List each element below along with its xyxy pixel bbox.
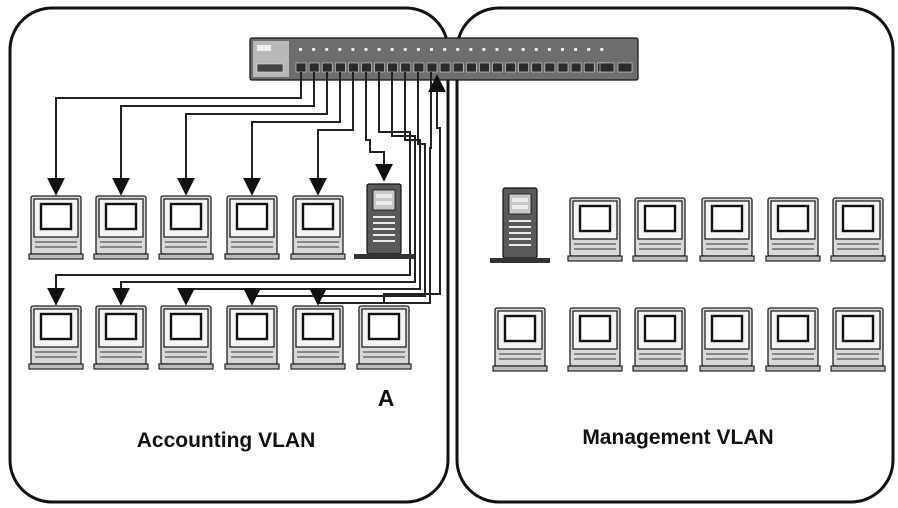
- switch-port: [531, 62, 543, 73]
- uplink-port: [599, 62, 615, 73]
- workstation-icon: [356, 305, 412, 370]
- port-led-icon: [574, 48, 578, 51]
- port-led-icon: [351, 48, 355, 51]
- switch-port: [557, 62, 569, 73]
- port-led-icon: [482, 48, 486, 51]
- switch-port: [479, 62, 490, 73]
- network-cable: [243, 72, 341, 196]
- workstation-icon: [765, 197, 821, 262]
- port-led-icon: [390, 48, 394, 51]
- workstation-icon: [93, 195, 149, 260]
- server-icon: [490, 187, 550, 263]
- workstation-icon: [158, 195, 214, 260]
- port-led-icon: [456, 48, 460, 51]
- port-led-icon: [430, 48, 433, 51]
- workstation-icon: [224, 305, 280, 370]
- management-vlan-label: Management VLAN: [582, 426, 773, 449]
- network-cable: [365, 72, 393, 182]
- switch-port: [387, 62, 399, 73]
- port-led-icon: [377, 48, 381, 51]
- port-led-icon: [521, 48, 525, 51]
- port-led-icon: [561, 48, 564, 51]
- port-led-icon: [364, 48, 368, 51]
- switch-port: [400, 62, 412, 73]
- workstation-icon: [290, 195, 346, 260]
- port-led-icon: [338, 48, 342, 51]
- port-led-icon: [299, 48, 302, 51]
- switch-port: [544, 62, 556, 73]
- port-led-icon: [416, 48, 420, 51]
- network-cable: [177, 72, 421, 306]
- port-a-label: A: [378, 385, 395, 411]
- workstation-icon: [699, 197, 755, 262]
- port-led-icon: [443, 48, 447, 51]
- device-group: [28, 183, 886, 372]
- port-led-icon: [587, 48, 591, 51]
- port-led-icon: [495, 48, 499, 51]
- workstation-icon: [290, 305, 346, 370]
- port-led-icon: [547, 48, 551, 51]
- port-led-icon: [469, 48, 473, 51]
- switch-port: [465, 62, 477, 73]
- network-cable: [112, 72, 315, 196]
- switch-port: [452, 62, 464, 73]
- uplink-port: [617, 62, 633, 73]
- workstation-icon: [567, 307, 623, 372]
- server-icon: [354, 183, 414, 259]
- switch-port: [570, 62, 582, 73]
- workstation-icon: [830, 307, 886, 372]
- port-led-icon: [600, 48, 604, 51]
- network-cable: [47, 72, 302, 196]
- switch-port: [426, 62, 438, 73]
- switch-port: [295, 62, 307, 73]
- switch-port: [334, 62, 346, 73]
- network-cable: [309, 72, 354, 196]
- network-cable: [309, 72, 432, 306]
- network-cable: [47, 72, 411, 306]
- switch-port: [308, 62, 320, 73]
- switch-port: [505, 62, 516, 73]
- network-cable: [243, 72, 426, 306]
- workstation-icon: [567, 197, 623, 262]
- port-led-icon: [534, 48, 538, 51]
- network-switch-icon: [249, 37, 639, 81]
- switch-port: [321, 62, 333, 73]
- switch-port: [413, 62, 425, 73]
- workstation-icon: [765, 307, 821, 372]
- port-led-icon: [403, 48, 407, 51]
- network-cable: [383, 74, 446, 304]
- workstation-icon: [632, 197, 688, 262]
- switch-port: [492, 62, 503, 73]
- port-led-icon: [325, 48, 329, 51]
- workstation-icon: [492, 307, 548, 372]
- workstation-icon: [28, 195, 84, 260]
- switch-port: [583, 62, 595, 73]
- workstation-icon: [830, 197, 886, 262]
- switch-port: [348, 62, 359, 73]
- workstation-icon: [632, 307, 688, 372]
- workstation-icon: [158, 305, 214, 370]
- workstation-icon: [28, 305, 84, 370]
- workstation-icon: [93, 305, 149, 370]
- network-cable: [112, 72, 416, 306]
- switch-port: [374, 62, 385, 73]
- network-cable: [177, 72, 328, 196]
- switch-port: [361, 62, 372, 73]
- workstation-icon: [224, 195, 280, 260]
- port-led-icon: [312, 48, 316, 51]
- switch-port: [439, 62, 451, 73]
- port-led-icon: [508, 48, 512, 51]
- cable-group: [47, 72, 446, 306]
- workstation-icon: [699, 307, 755, 372]
- switch-port: [518, 62, 530, 73]
- accounting-vlan-label: Accounting VLAN: [137, 429, 316, 452]
